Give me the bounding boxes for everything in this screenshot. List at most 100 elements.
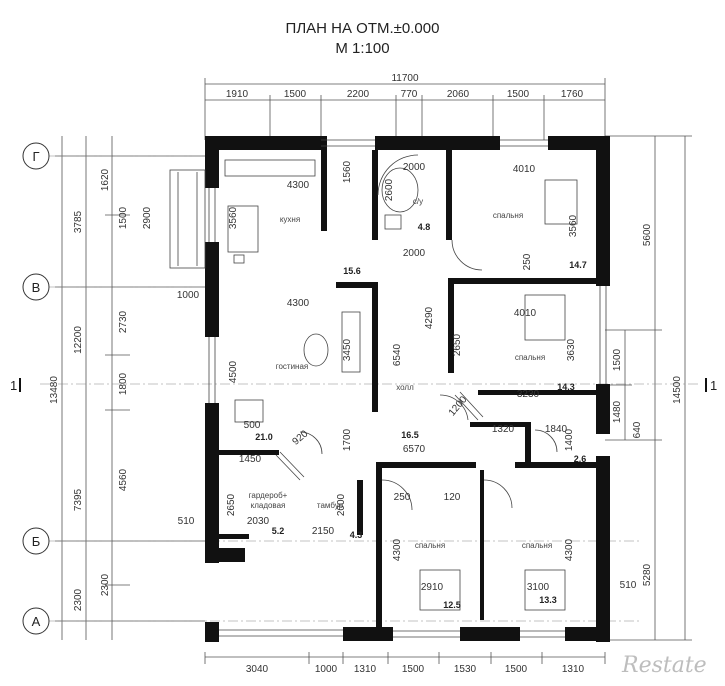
dim-1450: 1450 bbox=[239, 454, 262, 465]
dim-kitchen-height: 3560 bbox=[228, 206, 239, 229]
dim-left-mid: 3785 bbox=[73, 210, 84, 233]
dim-bedroom-se-width: 3100 bbox=[527, 582, 550, 593]
area-bedroom-ne: 14.7 bbox=[569, 260, 587, 270]
dim-right-mid: 5600 bbox=[642, 223, 653, 246]
dim-1840: 1840 bbox=[545, 424, 568, 435]
room-kitchen: кухня bbox=[280, 215, 300, 224]
dim-hall-width: 4290 bbox=[424, 306, 435, 329]
dim-bedroom-e-w2: 3230 bbox=[517, 389, 540, 400]
area-bedroom-se: 13.3 bbox=[539, 595, 557, 605]
dim-overall-top: 11700 bbox=[391, 73, 419, 84]
axis-bubble-b bbox=[22, 527, 50, 555]
dim-bottom: 1310 bbox=[354, 664, 377, 675]
dim-left-outer: 13480 bbox=[49, 376, 60, 404]
dim-right-mid: 5280 bbox=[642, 563, 653, 586]
area-vestibule: 4.3 bbox=[350, 530, 363, 540]
area-bedroom-e: 14.3 bbox=[557, 382, 575, 392]
room-bath: с/у bbox=[413, 197, 423, 206]
dim-250-b: 250 bbox=[394, 492, 411, 503]
area-wardrobe: 5.2 bbox=[272, 526, 285, 536]
dim-2650: 2650 bbox=[226, 493, 237, 516]
axis-bubble-a bbox=[22, 607, 50, 635]
dim-bath-height: 2600 bbox=[384, 178, 395, 201]
dim-left-510: 510 bbox=[178, 516, 195, 527]
dim-hall-width-2: 6570 bbox=[403, 444, 426, 455]
axis-lines bbox=[40, 155, 700, 622]
dim-top: 2200 bbox=[347, 89, 370, 100]
section-mark-left: 1 bbox=[10, 378, 17, 393]
dim-top: 2060 bbox=[447, 89, 470, 100]
dim-living-height-2: 3450 bbox=[342, 338, 353, 361]
room-bedroom-sw: спальня bbox=[415, 541, 445, 550]
room-wardrobe: гардероб+ bbox=[249, 491, 288, 500]
dim-left-mid: 7395 bbox=[73, 488, 84, 511]
dim-120: 120 bbox=[444, 492, 461, 503]
dim-bottom: 1500 bbox=[402, 664, 425, 675]
dim-bedroom-ne-width: 4010 bbox=[513, 164, 536, 175]
axis-label-b: Б bbox=[32, 534, 41, 549]
dim-top: 1760 bbox=[561, 89, 584, 100]
thin-lines bbox=[169, 139, 607, 638]
dim-1320: 1320 bbox=[492, 424, 515, 435]
dim-920: 920 bbox=[290, 428, 310, 447]
dim-bedroom-ne-height: 3560 bbox=[568, 214, 579, 237]
dim-top: 1500 bbox=[507, 89, 530, 100]
dim-bottom: 3040 bbox=[246, 664, 269, 675]
dim-bottom: 1500 bbox=[505, 664, 528, 675]
dim-kitchen-small: 1560 bbox=[342, 160, 353, 183]
dim-right-inner: 1480 bbox=[612, 400, 623, 423]
axis-bubble-g bbox=[22, 142, 50, 170]
dim-left-inner: 1800 bbox=[118, 372, 129, 395]
dim-right-inner: 510 bbox=[620, 580, 637, 591]
dim-1400: 1400 bbox=[564, 428, 575, 451]
dim-2000: 2000 bbox=[336, 493, 347, 516]
room-bedroom-ne: спальня bbox=[493, 211, 523, 220]
axis-label-g: Г bbox=[32, 149, 39, 164]
area-small-bath: 2.6 bbox=[574, 454, 587, 464]
dim-bottom: 1530 bbox=[454, 664, 477, 675]
dim-bottom: 1310 bbox=[562, 664, 585, 675]
dim-hall-height: 6540 bbox=[392, 343, 403, 366]
dim-right-inner: 640 bbox=[632, 421, 643, 438]
dim-bedroom-e-h1: 2650 bbox=[452, 333, 463, 356]
section-mark-right: 1 bbox=[710, 378, 717, 393]
dim-right-outer: 14500 bbox=[672, 376, 683, 404]
dim-living-width: 4300 bbox=[287, 298, 310, 309]
watermark: Restate bbox=[621, 653, 707, 678]
dim-bath-width-2: 2000 bbox=[403, 248, 426, 259]
dim-left-inner: 2900 bbox=[142, 206, 153, 229]
dim-bedroom-e-width: 4010 bbox=[514, 308, 537, 319]
plan-title: ПЛАН НА ОТМ.±0.000 bbox=[285, 20, 440, 37]
area-kitchen: 15.6 bbox=[343, 266, 361, 276]
dim-500: 500 bbox=[244, 420, 261, 431]
dim-bedroom-se-height: 4300 bbox=[564, 538, 575, 561]
room-living: гостиная bbox=[276, 362, 309, 371]
axis-label-a: А bbox=[32, 614, 41, 629]
dim-250: 250 bbox=[522, 253, 533, 270]
room-vestibule: тамбур bbox=[317, 501, 344, 510]
dim-left-inner: 4560 bbox=[118, 468, 129, 491]
axis-bubbles bbox=[22, 142, 50, 635]
dim-kitchen-width: 4300 bbox=[287, 180, 310, 191]
dim-left-inner: 1620 bbox=[100, 168, 111, 191]
area-bedroom-sw: 12.5 bbox=[443, 600, 461, 610]
room-bedroom-se: спальня bbox=[522, 541, 552, 550]
room-storage: кладовая bbox=[251, 501, 286, 510]
section-marks bbox=[19, 378, 707, 392]
dim-left-mid: 12200 bbox=[73, 326, 84, 354]
area-hall: 16.5 bbox=[401, 430, 419, 440]
dim-bedroom-e-h2: 3630 bbox=[566, 338, 577, 361]
dim-2150: 2150 bbox=[312, 526, 335, 537]
walls bbox=[205, 136, 610, 642]
dim-bottom: 1000 bbox=[315, 664, 338, 675]
dim-living-height: 4500 bbox=[228, 360, 239, 383]
dim-right-inner: 1500 bbox=[612, 348, 623, 371]
dim-top: 770 bbox=[401, 89, 418, 100]
dim-left-inner: 2730 bbox=[118, 310, 129, 333]
axis-bubble-v bbox=[22, 273, 50, 301]
area-living: 21.0 bbox=[255, 432, 273, 442]
room-bedroom-e: спальня bbox=[515, 353, 545, 362]
axis-label-v: В bbox=[32, 280, 41, 295]
dim-bedroom-sw-width: 2910 bbox=[421, 582, 444, 593]
